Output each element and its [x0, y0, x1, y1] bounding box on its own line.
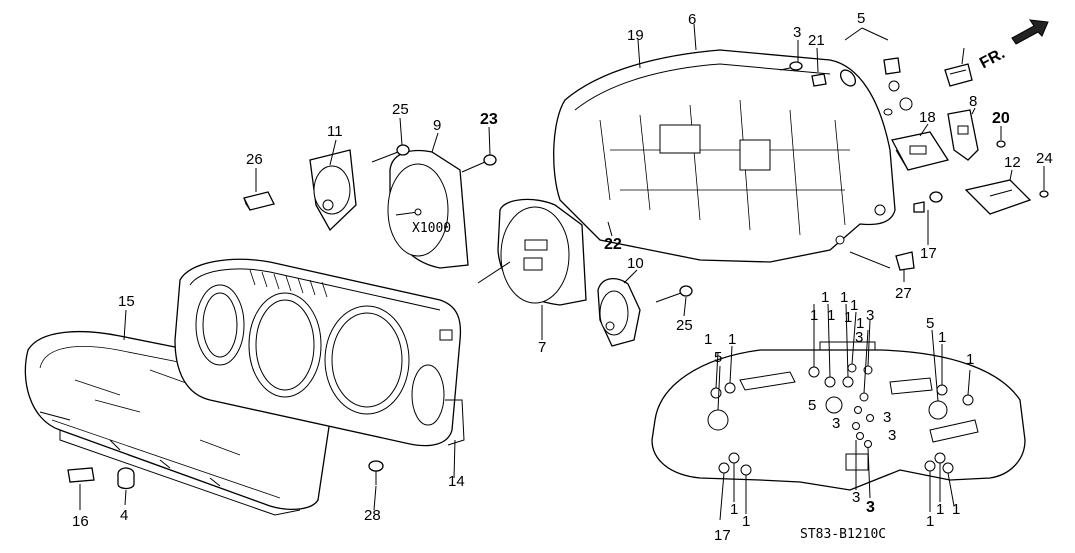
callout-11: 11: [327, 123, 343, 140]
part-18-module: [891, 131, 950, 171]
board-callout-3: 3: [832, 415, 840, 432]
callout-25-lower: 25: [676, 317, 693, 334]
callout-18: 18: [919, 109, 936, 126]
part-24-screw: [1039, 190, 1049, 198]
part-9-tachometer: X1000: [387, 149, 469, 269]
board-callout-1: 1: [850, 297, 858, 314]
callout-21: 21: [808, 32, 825, 49]
board-callout-5: 5: [808, 397, 816, 414]
callout-17-upper: 17: [920, 245, 937, 262]
board-callout-3: 3: [883, 409, 891, 426]
part-21-bulb-socket: [811, 73, 827, 87]
callout-19: 19: [627, 27, 644, 44]
part-3-bulb: [779, 40, 803, 71]
diagram-code: ST83-B1210C: [800, 527, 886, 542]
board-callout-1: 1: [936, 501, 944, 518]
callout-25-upper: 25: [392, 101, 409, 118]
part-10-gauge: [597, 278, 641, 347]
callout-5-top: 5: [857, 10, 865, 27]
board-callout-1: 1: [938, 329, 946, 346]
part-26-clip: [243, 191, 275, 211]
callout-28: 28: [364, 507, 381, 524]
screw-25-upper: [371, 144, 410, 163]
board-callout-1: 1: [730, 501, 738, 518]
callout-26: 26: [246, 151, 263, 168]
board-callout-1: 1: [844, 309, 852, 326]
board-callout-1: 1: [966, 351, 974, 368]
front-direction-arrow-icon: [1011, 19, 1049, 45]
part-16-cap: [67, 467, 95, 483]
callout-23: 23: [480, 111, 498, 128]
board-callout-5: 5: [714, 349, 722, 366]
part-12-board: [964, 179, 1032, 215]
board-callout-1: 1: [742, 513, 750, 530]
board-callout-3: 3: [888, 427, 896, 444]
board-callout-17: 17: [714, 527, 731, 544]
callout-3-top: 3: [793, 24, 801, 41]
callout-9: 9: [433, 117, 441, 134]
callout-6: 6: [688, 11, 696, 28]
svg-text:X1000: X1000: [412, 221, 451, 236]
board-callout-1: 1: [952, 501, 960, 518]
callout-12: 12: [1004, 154, 1021, 171]
callout-14: 14: [448, 473, 465, 490]
part-13-connector: [944, 63, 973, 87]
board-callout-1: 1: [926, 513, 934, 530]
part-5-bulbs: [839, 27, 913, 116]
board-callout-5: 5: [926, 315, 934, 332]
meter-case: [174, 258, 465, 447]
callout-24: 24: [1036, 150, 1053, 167]
callout-10: 10: [627, 255, 644, 272]
callout-8: 8: [969, 93, 977, 110]
leader-lines: [79, 23, 1045, 511]
part-11-gauge: [309, 149, 357, 232]
board-callout-1: 1: [827, 307, 835, 324]
callout-7: 7: [538, 339, 546, 356]
callout-labels: 15 14 16 4 28 26 11 25 9 23 22 10 7 25 1…: [72, 10, 1053, 544]
screw-23: [461, 154, 497, 173]
bulb-location-board: [651, 303, 1026, 521]
meter-housing: [553, 49, 896, 269]
part-20-screw: [996, 140, 1006, 148]
part-27-clip: [895, 251, 915, 271]
board-callout-1: 1: [728, 331, 736, 348]
board-callout-3: 3: [866, 499, 875, 516]
callout-20: 20: [992, 110, 1010, 127]
board-callout-1: 1: [704, 331, 712, 348]
board-callout-3: 3: [866, 307, 874, 324]
board-callout-1: 1: [821, 289, 829, 306]
board-callout-3: 3: [855, 329, 863, 346]
board-callout-1: 1: [856, 315, 864, 332]
board-callout-1: 1: [840, 289, 848, 306]
callout-15: 15: [118, 293, 135, 310]
part-28-screw: [368, 460, 384, 485]
callout-27: 27: [895, 285, 912, 302]
direction-label: FR.: [977, 45, 1008, 72]
part-17-bulbs: [913, 191, 943, 213]
screw-25-lower: [655, 285, 693, 303]
board-callout-3: 3: [852, 489, 860, 506]
part-7-speedometer: [477, 198, 587, 306]
callout-4: 4: [120, 507, 128, 524]
board-callout-1: 1: [810, 307, 818, 324]
callout-22: 22: [604, 236, 622, 253]
part-4-knob: [117, 467, 135, 490]
part-8-bracket: [947, 109, 979, 161]
callout-16: 16: [72, 513, 89, 530]
